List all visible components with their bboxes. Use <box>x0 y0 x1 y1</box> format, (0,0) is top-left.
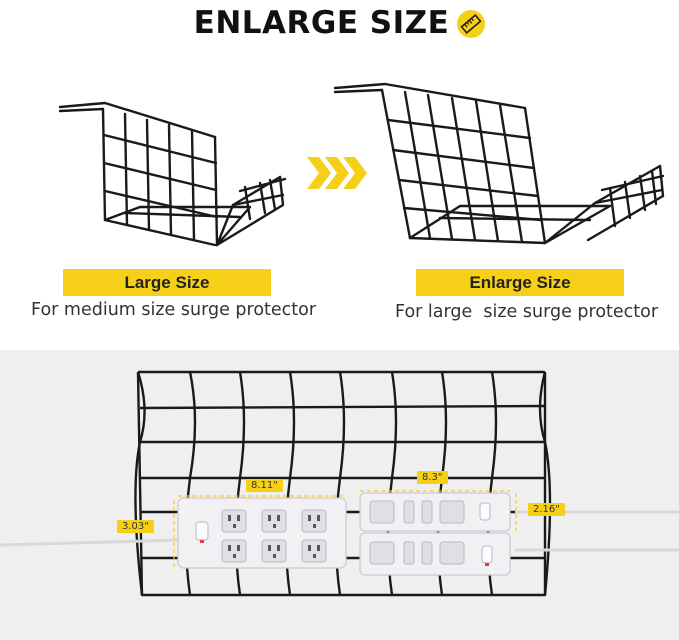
caption-enlarge-size: For large size surge protector <box>395 302 659 322</box>
basket-image-enlarge <box>333 82 665 245</box>
page-title: ENLARGE SIZE <box>193 5 450 41</box>
label-large-size-text: Large Size <box>124 272 210 292</box>
ruler-icon <box>457 10 486 38</box>
dimension-label-strip1-length: 8.11" <box>246 479 283 492</box>
dimension-label-strip1-height: 3.03" <box>117 520 154 533</box>
installed-view-panel: 8.11" 3.03" 8.3" 2.16" <box>0 350 679 640</box>
label-enlarge-size-text: Enlarge Size <box>469 272 571 292</box>
basket-image-large <box>58 101 287 247</box>
page-title-row: ENLARGE SIZE <box>0 0 679 46</box>
triple-chevron-right-icon <box>307 157 367 189</box>
dimension-label-strip2-width: 2.16" <box>528 503 565 516</box>
installed-basket-image <box>0 370 679 597</box>
label-enlarge-size: Enlarge Size <box>416 269 624 296</box>
caption-large-size: For medium size surge protector <box>31 300 317 320</box>
label-large-size: Large Size <box>63 269 271 296</box>
dimension-label-strip2-length: 8.3" <box>417 471 448 484</box>
